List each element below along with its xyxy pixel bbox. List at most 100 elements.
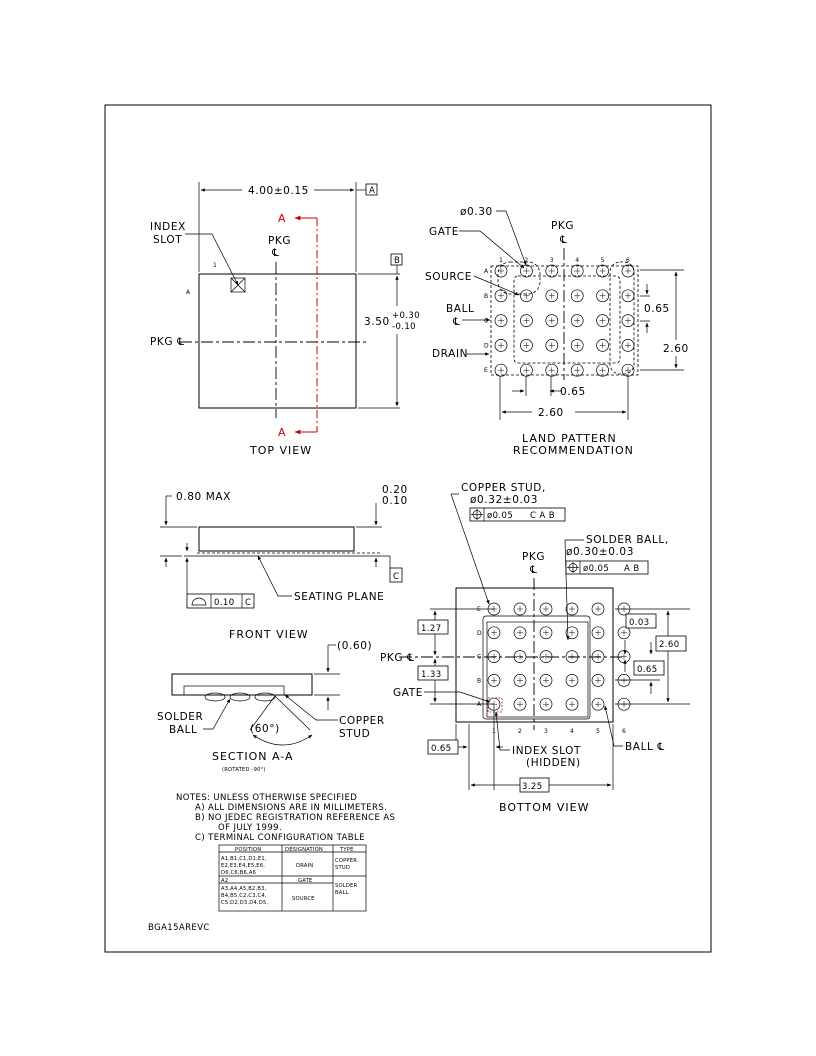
- bv-ball-B1: [487, 674, 501, 687]
- dim-003-box: [625, 613, 657, 629]
- lp-row-label: D: [484, 342, 489, 349]
- lp-ball-C2: [520, 314, 533, 327]
- table-row3-des: SOURCE: [292, 896, 315, 902]
- table-row3-pos-2: B4,B5,C2,C3,C4,: [221, 893, 267, 899]
- section-copper-2: STUD: [339, 728, 370, 740]
- flatness-value: 0.10: [214, 598, 235, 608]
- section-angle: (60°): [250, 723, 280, 735]
- note-a: A) ALL DIMENSIONS ARE IN MILLIMETERS.: [195, 803, 387, 813]
- lp-ball-B6: [621, 289, 635, 303]
- lp-ball-C1: [494, 314, 508, 327]
- lp-ball-D4: [570, 339, 584, 352]
- notes-header: NOTES: UNLESS OTHERWISE SPECIFIED: [176, 793, 357, 803]
- top-height-plus: +0.30: [392, 311, 420, 321]
- note-b2: OF JULY 1999.: [218, 823, 282, 833]
- table-row23-type-2: BALL: [335, 890, 349, 896]
- ball-cl-label: BALL ℄: [625, 741, 665, 753]
- lp-ball-C5: [596, 314, 609, 327]
- lp-col-label: 3: [550, 257, 554, 264]
- lp-ball-A4: [570, 264, 584, 278]
- bv-col-label: 3: [544, 728, 548, 735]
- bottom-pkg-label: PKG: [522, 551, 545, 563]
- table-row1-des: DRAIN: [296, 863, 313, 869]
- bv-ball-D4: [565, 626, 579, 640]
- copper-stud-dia: ø0.32±0.03: [470, 494, 538, 506]
- bv-ball-A5: [591, 697, 605, 711]
- lp-span-v: 2.60: [663, 343, 689, 355]
- bottom-package-outline: [455, 587, 614, 723]
- lp-source-label: SOURCE: [425, 271, 472, 283]
- lp-ball-A2: [520, 264, 533, 278]
- bv-row-label: B: [477, 677, 481, 684]
- bv-ball-B2: [513, 674, 527, 687]
- front-tol-top: 0.20: [382, 484, 408, 496]
- top-pkg-label: PKG: [268, 235, 291, 247]
- bv-row-label: A: [477, 701, 482, 708]
- dim-325-box: [519, 777, 550, 793]
- bv-ball-D3: [539, 626, 553, 640]
- dim-133-box: [417, 665, 449, 681]
- lp-ball-C4: [570, 314, 584, 327]
- copper-stud-label: COPPER STUD,: [461, 482, 546, 494]
- top-view-title: TOP VIEW: [249, 444, 312, 457]
- bv-ball-A2: [513, 697, 527, 711]
- lp-ball-D2: [520, 339, 533, 352]
- datum-c: C: [393, 572, 399, 582]
- datum-c-box: [389, 567, 403, 583]
- lp-ball-B1: [494, 289, 508, 303]
- copper-tol: ø0.05: [487, 511, 513, 521]
- dim-127-box: [417, 619, 449, 635]
- bv-col-label: 4: [570, 728, 574, 735]
- section-mark-top: A: [278, 212, 287, 225]
- lp-ball-D6: [621, 339, 635, 352]
- bottom-pkg-cl: ℄: [529, 564, 537, 576]
- lp-col-label: 1: [499, 257, 503, 264]
- front-body: [198, 526, 355, 552]
- table-header-position: POSITION: [235, 847, 261, 853]
- lp-ball-A5: [596, 264, 609, 278]
- solder-ball-dia: ø0.30±0.03: [566, 546, 634, 558]
- bottom-view-title: BOTTOM VIEW: [499, 801, 590, 814]
- dim-260: 2.60: [659, 640, 680, 650]
- lp-span-h: 2.60: [538, 407, 564, 419]
- bv-col-label: 5: [596, 728, 600, 735]
- bv-ball-A4: [565, 697, 579, 711]
- drawing-id: BGA15AREVC: [148, 923, 210, 933]
- terminal-table: POSITION DESIGNATION TYPE A1,B1,C1,D1,E1…: [218, 844, 367, 912]
- top-width-dim: 4.00±0.15: [248, 185, 309, 197]
- copper-tol-datums: C A B: [530, 511, 555, 521]
- front-max-height: 0.80 MAX: [176, 491, 231, 503]
- bv-ball-E2: [513, 602, 527, 616]
- table-row3-pos-3: C5,D2,D3,D4,D5,: [221, 900, 268, 906]
- lp-ball-A3: [545, 264, 559, 278]
- dim-065-bottom: 0.65: [431, 744, 452, 754]
- index-slot-hidden: (HIDDEN): [526, 757, 581, 769]
- section-solder-2: BALL: [169, 724, 198, 736]
- top-view: 4.00±0.15 A B 3.50 +0.30 -0.10 PKG ℄ PKG…: [150, 182, 420, 457]
- lp-row-label: A: [484, 268, 489, 275]
- land-pattern-title-2: RECOMMENDATION: [513, 444, 634, 457]
- lp-pkg-label: PKG: [551, 220, 574, 232]
- lp-col-label: 5: [601, 257, 605, 264]
- front-tol-bottom: 0.10: [382, 495, 408, 507]
- section-ref-dim: (0.60): [337, 640, 372, 652]
- gate-label: GATE: [393, 687, 423, 699]
- table-row2-des: GATE: [298, 878, 312, 884]
- lp-ball-A1: [494, 264, 508, 278]
- table-row23-type-1: SOLDER: [335, 883, 358, 889]
- lp-ball-E5: [596, 363, 609, 377]
- table-row1-type-1: COPPER: [335, 858, 357, 864]
- solder-ball-label: SOLDER BALL,: [586, 534, 669, 546]
- bv-ball-E3: [539, 602, 553, 616]
- note-b1: B) NO JEDEC REGISTRATION REFERENCE AS: [195, 813, 395, 823]
- lp-row-label: B: [484, 293, 488, 300]
- bottom-pkg-side-label: PKG ℄: [380, 652, 414, 664]
- datum-b: B: [394, 256, 400, 266]
- seating-plane-label: SEATING PLANE: [294, 591, 384, 603]
- lp-ball-E2: [520, 363, 533, 377]
- lp-row-label: C: [484, 318, 489, 325]
- row-a-label: A: [186, 289, 191, 296]
- lp-ball-B3: [545, 289, 559, 303]
- table-row2-pos: A2: [221, 878, 228, 884]
